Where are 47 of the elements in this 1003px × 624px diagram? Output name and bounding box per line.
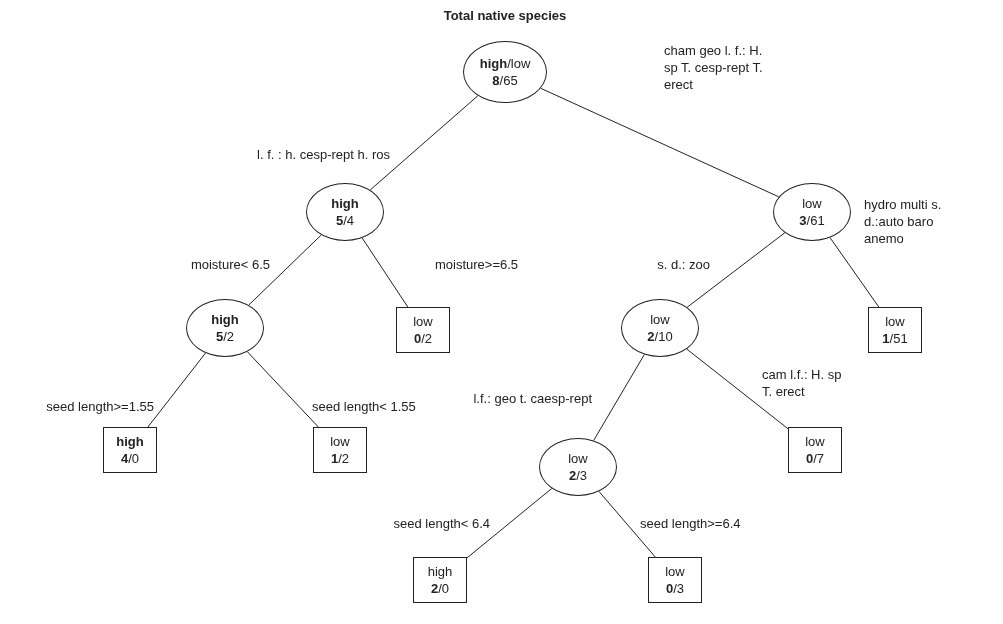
node-text: low	[805, 433, 825, 450]
branch-line	[466, 487, 553, 559]
decision-ellipse	[621, 299, 699, 357]
leaf-box	[868, 307, 922, 353]
leaf-box	[103, 427, 157, 473]
branch-line	[248, 234, 322, 306]
node-text: 1/51	[882, 330, 908, 347]
node-text: 2/0	[430, 580, 450, 597]
node-text: low	[885, 313, 905, 330]
node-text: 8/65	[492, 72, 518, 89]
leaf-box	[396, 307, 450, 353]
node-text: 0/2	[413, 330, 433, 347]
decision-ellipse	[463, 41, 547, 103]
branch-line	[598, 490, 656, 558]
node-text: high	[116, 433, 144, 450]
leaf-box	[313, 427, 367, 473]
node-text: 2/10	[647, 328, 673, 345]
branch-line	[246, 351, 319, 428]
node-text: 1/2	[330, 450, 350, 467]
node-text: 4/0	[120, 450, 140, 467]
node-text: high	[427, 563, 453, 580]
node-text: low	[330, 433, 350, 450]
node-text: high	[331, 195, 359, 212]
branch-line	[593, 354, 645, 441]
node-text: 0/3	[665, 580, 685, 597]
branch-line	[369, 95, 479, 191]
node-text: high/low	[479, 55, 531, 72]
node-text: low	[650, 311, 670, 328]
node-text: low	[802, 195, 822, 212]
node-text: 3/61	[799, 212, 825, 229]
node-text: 5/4	[335, 212, 355, 229]
leaf-box	[788, 427, 842, 473]
node-text: high	[211, 311, 239, 328]
node-text: low	[568, 450, 588, 467]
branch-line	[361, 237, 409, 308]
branch-line	[829, 237, 880, 308]
node-text: low	[413, 313, 433, 330]
diagram-title: Total native species	[442, 7, 568, 25]
branch-line	[540, 87, 780, 198]
branch-line	[686, 348, 789, 430]
leaf-box	[648, 557, 702, 603]
node-text: 0/7	[805, 450, 825, 467]
leaf-box	[413, 557, 467, 603]
node-text: 2/3	[568, 467, 588, 484]
branch-line	[147, 352, 206, 428]
node-text: 5/2	[215, 328, 235, 345]
node-text: low	[665, 563, 685, 580]
